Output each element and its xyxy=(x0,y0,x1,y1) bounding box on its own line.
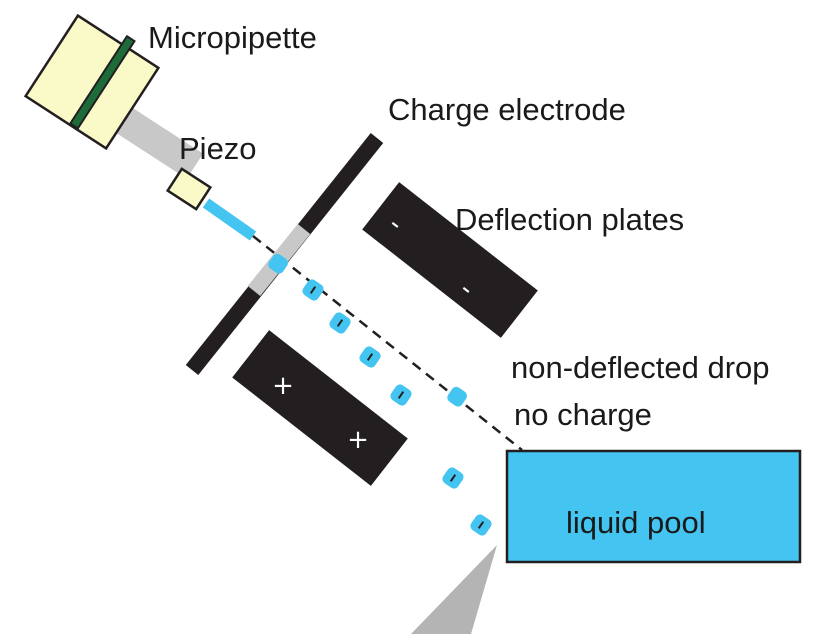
capillary xyxy=(102,99,204,179)
piezo-block xyxy=(165,167,213,211)
liquid-pool xyxy=(505,449,802,564)
micropipette-label: Micropipette xyxy=(148,20,317,55)
liquid-jet xyxy=(202,198,257,241)
charge-electrode xyxy=(185,133,384,375)
needle xyxy=(411,545,497,634)
lower-plate-sign: + xyxy=(347,425,369,455)
neutral-drop xyxy=(268,253,288,274)
charge-electrode-label: Charge electrode xyxy=(388,92,626,127)
upper-deflection-plate xyxy=(362,182,538,338)
droplets xyxy=(268,253,492,536)
no-charge-label: no charge xyxy=(514,397,652,432)
lower-deflection-plate xyxy=(232,330,408,486)
charged-drop xyxy=(442,467,464,489)
micropipette-band xyxy=(68,34,136,130)
straight-trajectory xyxy=(252,235,523,451)
lower-plate-sign: + xyxy=(272,371,294,401)
liquid-pool-label: liquid pool xyxy=(566,505,706,540)
deflection-plates-label: Deflection plates xyxy=(455,202,684,237)
charged-drop xyxy=(470,514,492,536)
deflection-plates xyxy=(232,182,538,486)
micropipette xyxy=(23,13,257,241)
charged-drop xyxy=(302,279,324,301)
piezo-label: Piezo xyxy=(179,131,257,166)
non-deflected-drop-label: non-deflected drop xyxy=(511,350,770,385)
charged-drop xyxy=(329,312,351,334)
neutral-drop xyxy=(447,386,467,407)
charged-drop xyxy=(359,346,381,368)
charged-drop xyxy=(390,384,412,406)
